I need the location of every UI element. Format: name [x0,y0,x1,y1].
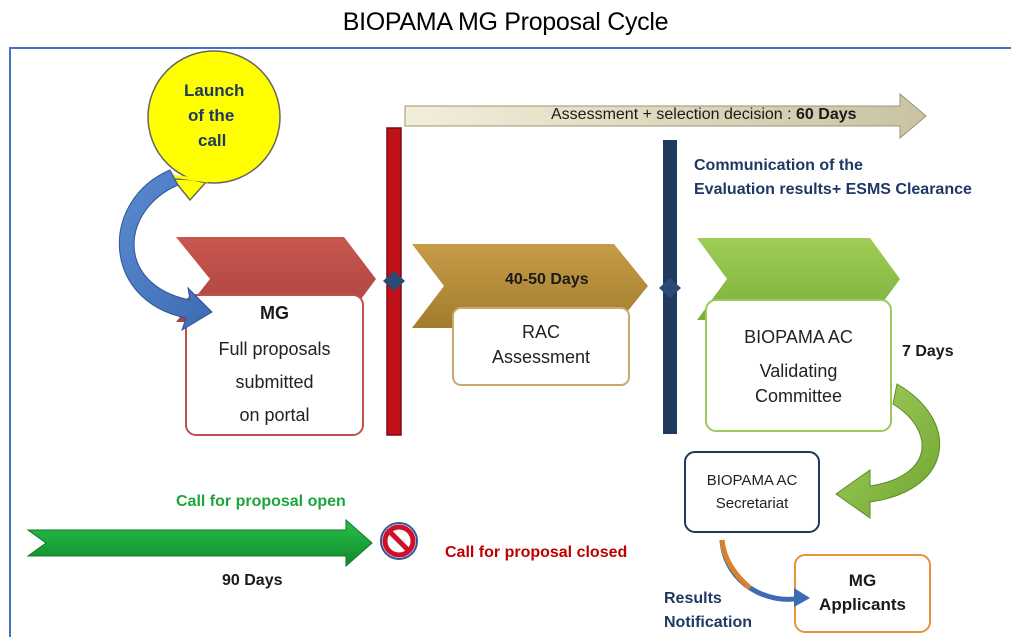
mg-box [185,294,364,436]
red-bar-diamond [383,271,405,291]
ac-box [705,299,892,432]
call-open-arrow [26,518,373,568]
mg-box-title: MG [260,303,289,323]
launch-label-2: of the [188,106,235,125]
rac-box [452,307,630,386]
mg-box-line-2: submitted [235,372,314,392]
ac-box-line-1: BIOPAMA AC [744,327,853,347]
ac-box-line-2: Validating [759,361,838,381]
secretariat-line-1: BIOPAMA AC [706,472,798,489]
applicants-line-1: MG [848,571,877,590]
blue-curved-arrow [118,169,213,332]
assessment-text: Assessment + selection decision : [551,106,797,123]
assessment-arrow-label: Assessment + selection decision : 60 Day… [551,106,857,124]
communication-line-2: Evaluation results+ ESMS Clearance [694,181,972,198]
assessment-days: 60 Days [796,106,857,123]
closed-no-icon [380,522,418,560]
secretariat-box [684,451,820,533]
results-line-2: Notification [664,614,752,631]
call-open-label: Call for proposal open [176,493,346,510]
mg-box-line-3: on portal [239,405,310,425]
launch-label-3: call [198,131,227,150]
results-line-1: Results [664,590,722,607]
ac-box-line-3: Committee [754,386,843,406]
call-closed-label: Call for proposal closed [445,544,628,561]
launch-bubble-body [147,50,281,184]
navy-bar-diamond [659,278,681,298]
applicants-line-2: Applicants [819,595,906,614]
communication-line-1: Communication of the [694,157,863,174]
page-title: BIOPAMA MG Proposal Cycle [342,8,669,36]
diagram-frame [9,47,1011,637]
rac-box-line-1: RAC [521,322,560,342]
seven-days-label: 7 Days [902,343,954,360]
green-curved-arrow [835,383,941,519]
results-arrowhead [794,588,810,607]
secretariat-line-2: Secretariat [715,495,789,512]
launch-label-1: Launch [184,81,245,100]
rac-box-line-2: Assessment [491,347,591,367]
ninety-days-label: 90 Days [222,572,283,589]
rac-days-label: 40-50 Days [505,271,589,288]
mg-box-line-1: Full proposals [218,339,331,359]
assessment-arrow [404,92,927,140]
applicants-box [794,554,931,633]
